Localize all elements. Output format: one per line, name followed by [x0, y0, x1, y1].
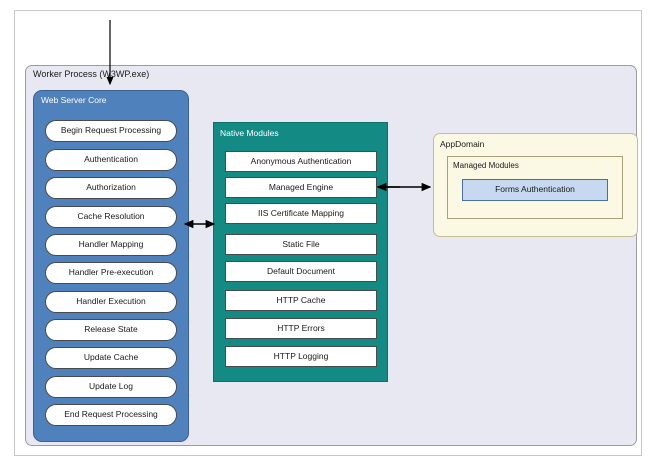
node-iis-certificate-mapping[interactable]: IIS Certificate Mapping [225, 203, 377, 224]
node-update-log[interactable]: Update Log [45, 376, 177, 398]
node-default-document[interactable]: Default Document [225, 261, 377, 282]
node-anonymous-authentication[interactable]: Anonymous Authentication [225, 151, 377, 172]
node-http-cache[interactable]: HTTP Cache [225, 290, 377, 311]
worker-process-label: Worker Process (W3WP.exe) [33, 69, 150, 79]
app-domain-label: AppDomain [440, 139, 485, 149]
node-handler-pre-execution[interactable]: Handler Pre-execution [45, 262, 177, 284]
node-http-errors[interactable]: HTTP Errors [225, 318, 377, 339]
managed-modules-label: Managed Modules [453, 161, 519, 170]
node-cache-resolution[interactable]: Cache Resolution [45, 206, 177, 228]
node-authentication[interactable]: Authentication [45, 149, 177, 171]
node-update-cache[interactable]: Update Cache [45, 347, 177, 369]
node-handler-mapping[interactable]: Handler Mapping [45, 234, 177, 256]
node-managed-engine[interactable]: Managed Engine [225, 177, 377, 198]
web-server-core-label: Web Server Core [41, 95, 107, 105]
node-handler-execution[interactable]: Handler Execution [45, 291, 177, 313]
node-end-request-processing[interactable]: End Request Processing [45, 404, 177, 426]
node-static-file[interactable]: Static File [225, 234, 377, 255]
native-modules-label: Native Modules [220, 128, 279, 138]
node-begin-request-processing[interactable]: Begin Request Processing [45, 120, 177, 142]
node-authorization[interactable]: Authorization [45, 177, 177, 199]
node-release-state[interactable]: Release State [45, 319, 177, 341]
node-http-logging[interactable]: HTTP Logging [225, 346, 377, 367]
node-forms-authentication[interactable]: Forms Authentication [462, 179, 608, 201]
